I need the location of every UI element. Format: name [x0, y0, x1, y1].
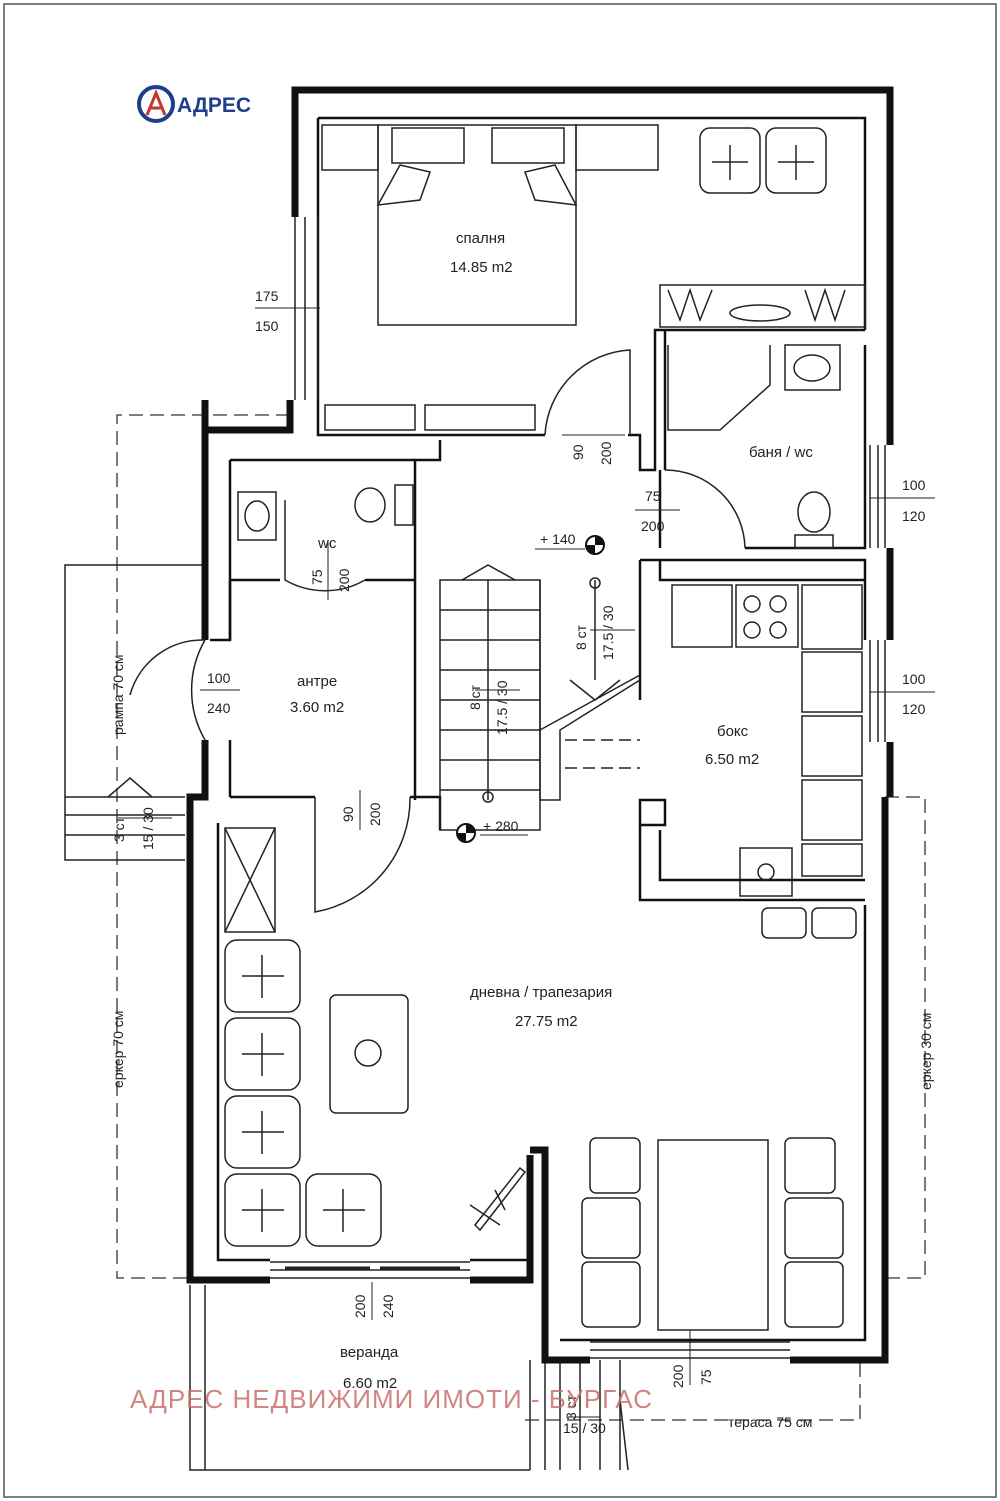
- logo-text: АДРЕС: [177, 94, 251, 117]
- dim-kitchen-window-bottom: 120: [902, 701, 926, 717]
- dining-set: [581, 1137, 844, 1331]
- dim-bath-window-top: 100: [902, 477, 926, 493]
- dim-wc-door-top: 75: [309, 569, 325, 585]
- inner-walls: [210, 116, 867, 1342]
- plan-border: [3, 3, 997, 1498]
- dim-bed-door-top: 90: [570, 444, 586, 460]
- level-markers: [456, 535, 605, 843]
- bathroom-fixtures: [237, 344, 841, 549]
- dim-bottom-steps-count: 3 ст: [563, 1394, 579, 1420]
- dim-left-steps-size: 15 / 30: [140, 807, 156, 850]
- brand-logo: АДРЕС: [137, 85, 251, 123]
- dim-bath-window-bottom: 120: [902, 508, 926, 524]
- windows: [270, 217, 886, 1359]
- kitchen-name: бокс: [717, 723, 749, 740]
- staircase: [439, 564, 641, 831]
- bedroom-name: спалня: [456, 230, 505, 247]
- dim-left-steps-count: 3 ст: [111, 816, 127, 842]
- living-area: 27.75 m2: [515, 1013, 578, 1030]
- dim-terrace-door-bottom: 75: [698, 1369, 714, 1385]
- ramp-label: рампа 70 см: [110, 654, 126, 735]
- dim-bottom-steps-size: 15 / 30: [563, 1420, 606, 1436]
- wc-name: wc: [317, 535, 337, 552]
- dim-bed-door-bottom: 200: [598, 441, 614, 465]
- veranda-area: 6.60 m2: [343, 1375, 397, 1392]
- dim-stair-lower-size: 17.5 / 30: [494, 680, 510, 735]
- watermark-text: АДРЕС НЕДВИЖИМИ ИМОТИ - БУРГАС: [130, 1384, 653, 1414]
- dim-entry-door-top: 100: [207, 670, 231, 686]
- dim-kitchen-window-top: 100: [902, 671, 926, 687]
- veranda-outline: [189, 1285, 629, 1471]
- dim-stair-upper-size: 17.5 / 30: [600, 605, 616, 660]
- dim-wc-door-bottom: 200: [336, 568, 352, 592]
- dim-bath-door-top: 75: [645, 488, 661, 504]
- shelving: [224, 827, 276, 933]
- tv: [469, 1166, 527, 1232]
- dim-window-left-top: 175: [255, 288, 279, 304]
- terrace-label: тераса 75 см: [728, 1414, 812, 1430]
- dim-stair-upper-count: 8 ст: [573, 624, 589, 650]
- level-plus-280: + 280: [483, 818, 519, 834]
- dim-living-door-bottom: 200: [367, 802, 383, 826]
- logo-icon: [137, 85, 175, 123]
- dim-living-door-top: 90: [340, 806, 356, 822]
- sofa: [224, 939, 382, 1247]
- coffee-table: [329, 994, 409, 1114]
- dim-veranda-door-bottom: 240: [380, 1294, 396, 1318]
- dimension-lines: [118, 307, 935, 1418]
- walls: [186, 86, 894, 1364]
- dim-terrace-door-top: 200: [670, 1364, 686, 1388]
- ramp: [64, 564, 205, 861]
- bedroom-area: 14.85 m2: [450, 259, 513, 276]
- dim-veranda-door-top: 200: [352, 1294, 368, 1318]
- bed: [321, 124, 659, 326]
- veranda-name: веранда: [340, 1344, 399, 1361]
- bedroom-armchairs: [699, 127, 827, 194]
- dim-bath-door-bottom: 200: [641, 518, 665, 534]
- entrance-name: антре: [297, 673, 337, 690]
- level-plus-140: + 140: [540, 531, 576, 547]
- kitchen-units: [671, 584, 863, 939]
- dashed-outlines: [116, 414, 926, 1421]
- living-name: дневна / трапезария: [470, 984, 612, 1001]
- dim-entry-door-bottom: 240: [207, 700, 231, 716]
- wardrobe: [659, 284, 866, 328]
- doors: [129, 349, 746, 913]
- bay-right-label: еркер 30 см: [918, 1013, 934, 1090]
- dim-stair-lower-count: 8 ст: [467, 684, 483, 710]
- kitchen-area: 6.50 m2: [705, 751, 759, 768]
- bay-left-label: еркер 70 см: [110, 1011, 126, 1088]
- entrance-area: 3.60 m2: [290, 699, 344, 716]
- bathroom-name: баня / wc: [749, 444, 813, 461]
- dim-window-left-bottom: 150: [255, 318, 279, 334]
